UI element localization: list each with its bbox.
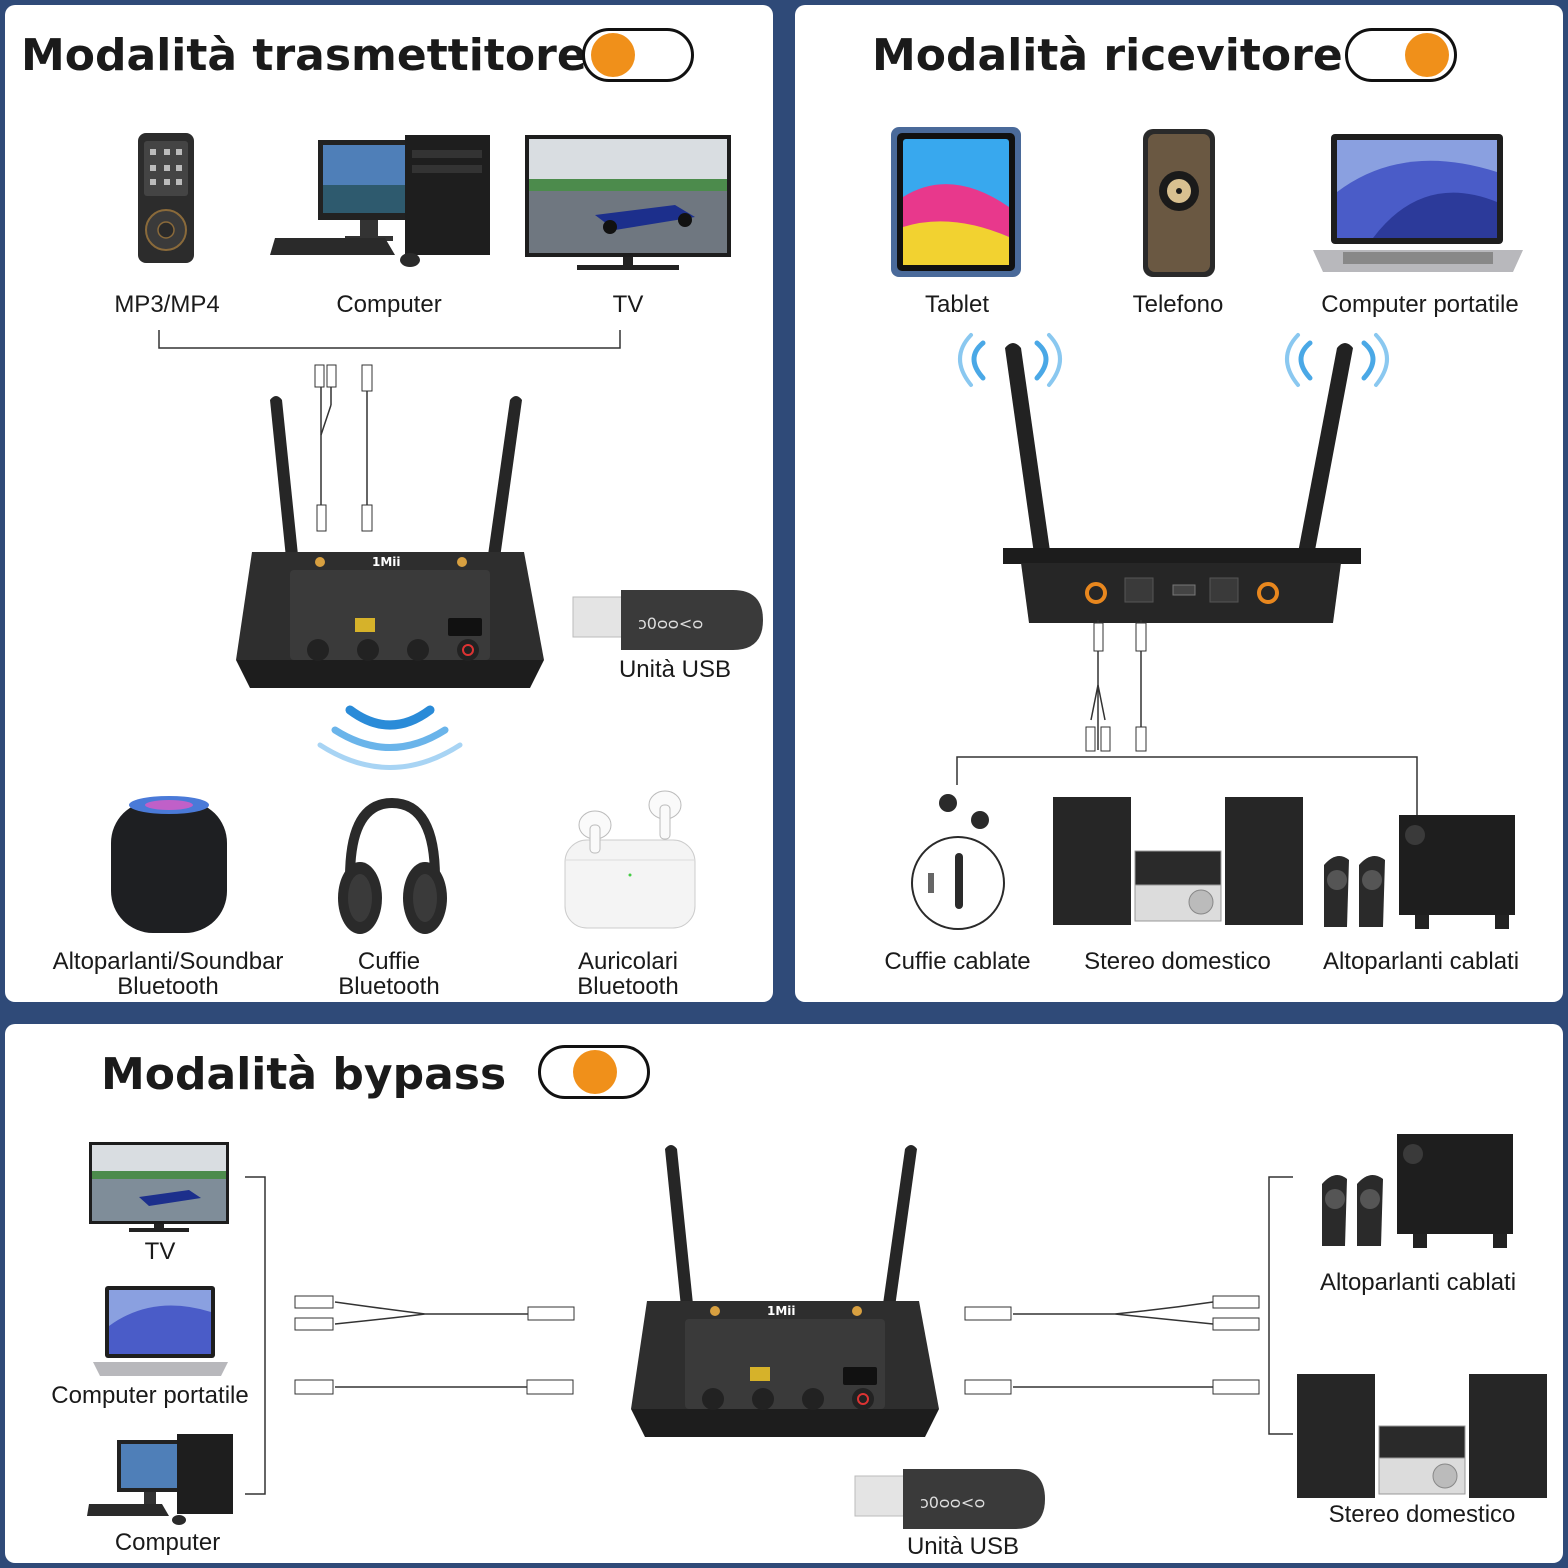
source-label-tv: TV — [612, 291, 644, 318]
svg-text:1Mii: 1Mii — [372, 555, 401, 569]
bypass-usb-dongle-icon: ↄ0ᴑᴑ<ᴑ — [854, 1469, 1045, 1529]
bypass-usb-label: Unità USB — [906, 1533, 1020, 1560]
receiver-device-back — [958, 333, 1389, 623]
wired-earphones-icon — [911, 794, 1005, 930]
phone-icon — [1143, 129, 1215, 277]
toggle-knob — [573, 1050, 617, 1094]
usb-dongle-icon: ↄ0ᴑᴑ<ᴑ — [572, 590, 763, 650]
target-earbuds-line2: Bluetooth — [577, 973, 679, 1000]
bypass-source-label-laptop: Computer portatile — [51, 1382, 249, 1409]
rx-source-label-laptop: Computer portatile — [1321, 291, 1519, 318]
home-stereo-icon — [1053, 797, 1303, 925]
laptop-icon — [1313, 134, 1523, 272]
receiver-cables — [956, 620, 1418, 815]
source-bracket — [158, 330, 621, 532]
svg-text:ↄ0ᴑᴑ<ᴑ: ↄ0ᴑᴑ<ᴑ — [920, 1493, 985, 1512]
usb-label: Unità USB — [618, 656, 732, 683]
bypass-home-stereo-icon — [1297, 1374, 1547, 1498]
target-earbuds-line1: Auricolari — [577, 948, 679, 975]
transmitter-panel: Modalità trasmettitore MP3/M — [5, 5, 773, 1002]
smart-speaker-icon — [111, 796, 227, 933]
desktop-computer-icon — [270, 135, 490, 267]
toggle-knob — [1405, 33, 1449, 77]
rx-target-label-earphones: Cuffie cablate — [884, 948, 1031, 975]
bypass-cables — [245, 1176, 1293, 1495]
headphones-icon — [338, 797, 447, 934]
bypass-panel: Modalità bypass TV Computer portatile Co… — [5, 1024, 1563, 1563]
bypass-tv-icon — [89, 1142, 229, 1232]
bypass-source-label-tv: TV — [144, 1238, 176, 1265]
target-speaker-line2: Bluetooth — [117, 973, 219, 1000]
bypass-source-label-computer: Computer — [114, 1529, 221, 1556]
transmitter-mode-toggle[interactable] — [582, 28, 694, 82]
mp3-player-icon — [138, 133, 194, 263]
receiver-mode-toggle[interactable] — [1345, 28, 1457, 82]
rx-target-label-speakers: Altoparlanti cablati — [1322, 948, 1520, 975]
rx-source-label-phone: Telefono — [1132, 291, 1224, 318]
transmitter-title: Modalità trasmettitore — [21, 30, 587, 81]
bypass-desktop-icon — [87, 1434, 233, 1525]
bluetooth-signal-icon — [317, 705, 463, 770]
bypass-transceiver-device: 1Mii — [631, 1145, 939, 1437]
rx-target-label-stereo: Stereo domestico — [1084, 948, 1271, 975]
bypass-wired-speakers-icon — [1322, 1134, 1513, 1248]
target-speaker-line1: Altoparlanti/Soundbar — [52, 948, 284, 975]
bypass-mode-toggle[interactable] — [538, 1045, 650, 1099]
tv-icon — [525, 135, 731, 270]
target-label-headphones: Cuffie Bluetooth — [325, 949, 453, 999]
toggle-knob — [591, 33, 635, 77]
receiver-panel: Modalità ricevitore Tablet Telefono Comp… — [795, 5, 1563, 1002]
bluetooth-transceiver-device: 1Mii — [236, 396, 544, 688]
target-headphones-line1: Cuffie — [357, 948, 421, 975]
source-label-computer: Computer — [336, 291, 442, 318]
bypass-laptop-icon — [93, 1286, 228, 1376]
rx-source-label-tablet: Tablet — [924, 291, 990, 318]
svg-text:1Mii: 1Mii — [767, 1304, 796, 1318]
bypass-title: Modalità bypass — [101, 1049, 507, 1100]
target-label-speaker: Altoparlanti/Soundbar Bluetooth — [35, 949, 301, 999]
bypass-target-label-stereo: Stereo domestico — [1328, 1501, 1516, 1528]
source-label-mp3: MP3/MP4 — [114, 291, 220, 318]
earbuds-icon — [564, 790, 696, 929]
target-label-earbuds: Auricolari Bluetooth — [560, 949, 696, 999]
target-headphones-line2: Bluetooth — [338, 973, 440, 1000]
bypass-target-label-speakers: Altoparlanti cablati — [1319, 1269, 1517, 1296]
receiver-title: Modalità ricevitore — [872, 30, 1343, 81]
svg-text:ↄ0ᴑᴑ<ᴑ: ↄ0ᴑᴑ<ᴑ — [638, 614, 703, 633]
tablet-icon — [891, 127, 1021, 277]
wired-speakers-icon — [1324, 815, 1515, 929]
